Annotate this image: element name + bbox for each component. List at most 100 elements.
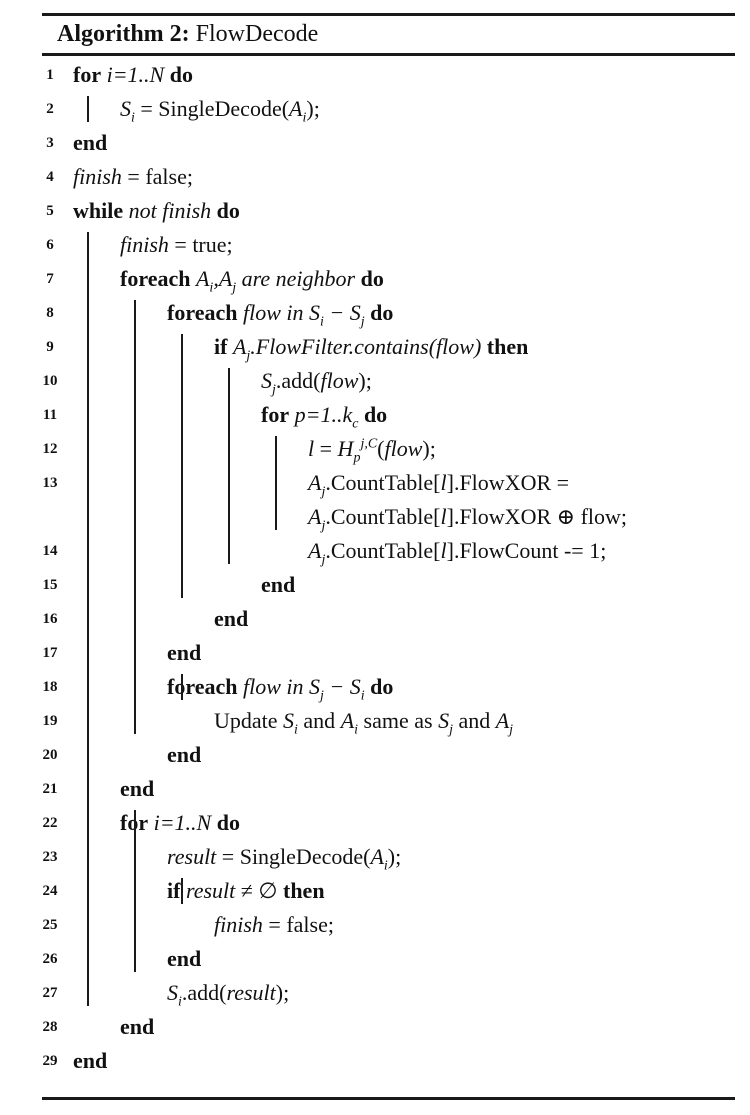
algorithm-line: 15 end	[0, 568, 750, 602]
block-indent-bar	[181, 334, 183, 598]
block-indent-bar	[228, 368, 230, 564]
line-code: Sj.add(flow);	[261, 368, 372, 398]
algorithm-caption: Algorithm 2: FlowDecode	[57, 17, 318, 51]
line-code: end	[120, 1014, 155, 1039]
algorithm-line: 20 end	[0, 738, 750, 772]
line-number: 14	[42, 543, 58, 559]
line-code: Si.add(result);	[167, 980, 290, 1010]
line-code: foreach flow in Sj − Si do	[167, 674, 394, 704]
line-number: 25	[42, 917, 58, 933]
caption-rule	[42, 53, 735, 56]
line-number: 12	[42, 441, 58, 457]
block-indent-bar	[181, 674, 183, 700]
line-code: finish = false;	[214, 912, 334, 937]
algorithm-line: 25 finish = false;	[0, 908, 750, 942]
block-indent-bar	[134, 300, 136, 734]
line-code: Aj.CountTable[l].FlowCount -= 1;	[308, 538, 607, 568]
line-code: Aj.CountTable[l].FlowXOR ⊕ flow;	[308, 504, 628, 534]
algorithm-line: 4 finish = false;	[0, 160, 750, 194]
line-number: 3	[46, 135, 54, 151]
algorithm-line: 5 while not finish do	[0, 194, 750, 228]
line-code: end	[73, 130, 108, 155]
algorithm-line: 16 end	[0, 602, 750, 636]
line-number: 26	[42, 951, 58, 967]
line-code: end	[73, 1048, 108, 1073]
line-number: 23	[42, 849, 58, 865]
algorithm-line: 12 l = Hpj,C(flow);	[0, 432, 750, 466]
line-code: foreach flow in Si − Sj do	[167, 300, 394, 330]
line-number: 2	[46, 101, 54, 117]
bottom-rule	[42, 1097, 735, 1100]
algorithm-line: 24 if result ≠ ∅ then	[0, 874, 750, 908]
line-number: 22	[42, 815, 58, 831]
algorithm-line: 13 Aj.CountTable[l].FlowXOR =	[0, 466, 750, 500]
line-code: l = Hpj,C(flow);	[308, 436, 436, 466]
line-code: end	[167, 946, 202, 971]
line-number: 16	[42, 611, 58, 627]
algorithm-line: 17 end	[0, 636, 750, 670]
block-indent-bar	[87, 232, 89, 1006]
line-code: end	[167, 640, 202, 665]
line-number: 19	[42, 713, 58, 729]
algorithm-line: 14 Aj.CountTable[l].FlowCount -= 1;	[0, 534, 750, 568]
algorithm-line: 6 finish = true;	[0, 228, 750, 262]
algorithm-line: 19 Update Si and Ai same as Sj and Aj	[0, 704, 750, 738]
line-code: Update Si and Ai same as Sj and Aj	[214, 708, 514, 738]
algorithm-line: 2 Si = SingleDecode(Ai);	[0, 92, 750, 126]
line-number: 18	[42, 679, 58, 695]
line-code: Si = SingleDecode(Ai);	[120, 96, 320, 126]
line-code: Aj.CountTable[l].FlowXOR =	[308, 470, 570, 500]
line-number: 20	[42, 747, 58, 763]
line-code: finish = true;	[120, 232, 233, 257]
line-number: 10	[42, 373, 58, 389]
line-code: if Aj.FlowFilter.contains(flow) then	[214, 334, 529, 364]
line-code: while not finish do	[73, 198, 240, 223]
algorithm-line: 27 Si.add(result);	[0, 976, 750, 1010]
line-code: result = SingleDecode(Ai);	[167, 844, 402, 874]
block-indent-bar	[87, 96, 89, 122]
algorithm-line: 18 foreach flow in Sj − Si do	[0, 670, 750, 704]
line-number: 1	[46, 67, 54, 83]
line-code: for i=1..N do	[73, 62, 193, 87]
algorithm-line: 8 foreach flow in Si − Sj do	[0, 296, 750, 330]
top-rule	[42, 13, 735, 16]
algorithm-line: 26 end	[0, 942, 750, 976]
line-code: for p=1..kc do	[261, 402, 388, 432]
algorithm-line: 23 result = SingleDecode(Ai);	[0, 840, 750, 874]
line-number: 5	[46, 203, 54, 219]
line-code: if result ≠ ∅ then	[167, 878, 325, 903]
block-indent-bar	[181, 878, 183, 904]
algorithm-line: 22 for i=1..N do	[0, 806, 750, 840]
line-code: end	[214, 606, 249, 631]
algorithm-line: 7 foreach Ai,Aj are neighbor do	[0, 262, 750, 296]
algorithm-line: 3 end	[0, 126, 750, 160]
algorithm-label: Algorithm 2:	[57, 21, 190, 47]
algorithm-name: FlowDecode	[195, 21, 319, 47]
line-number: 11	[42, 407, 58, 423]
line-number: 15	[42, 577, 58, 593]
line-code: finish = false;	[73, 164, 193, 189]
algorithm-line: 29 end	[0, 1044, 750, 1078]
line-number: 13	[42, 475, 58, 491]
algorithm-line: Aj.CountTable[l].FlowXOR ⊕ flow;	[0, 500, 750, 534]
line-number: 29	[42, 1053, 58, 1069]
line-number: 7	[46, 271, 54, 287]
line-number: 24	[42, 883, 58, 899]
algorithm-line: 10 Sj.add(flow);	[0, 364, 750, 398]
line-number: 6	[46, 237, 54, 253]
algorithm-line: 1 for i=1..N do	[0, 58, 750, 92]
block-indent-bar	[134, 810, 136, 972]
line-number: 17	[42, 645, 58, 661]
line-code: foreach Ai,Aj are neighbor do	[120, 266, 384, 296]
line-code: for i=1..N do	[120, 810, 240, 835]
block-indent-bar	[275, 436, 277, 530]
line-number: 27	[42, 985, 58, 1001]
line-code: end	[167, 742, 202, 767]
line-code: end	[261, 572, 296, 597]
line-number: 4	[46, 169, 54, 185]
line-number: 8	[46, 305, 54, 321]
line-code: end	[120, 776, 155, 801]
